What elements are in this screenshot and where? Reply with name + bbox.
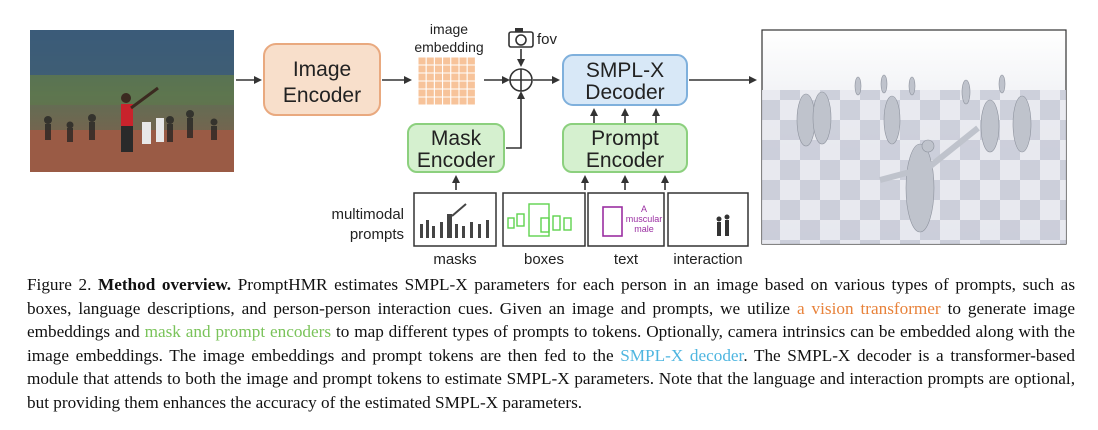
embedding-cell bbox=[442, 88, 452, 98]
text-prompt-line3: male bbox=[634, 224, 654, 234]
embedding-cell bbox=[417, 56, 427, 66]
image-embedding-line1: image bbox=[430, 21, 468, 37]
arrow-mask-encoder-to-sum bbox=[506, 91, 525, 149]
figure-caption: Figure 2. Method overview. PromptHMR est… bbox=[27, 273, 1075, 415]
output-render bbox=[761, 29, 1067, 245]
prompt-encoder-line2: Encoder bbox=[586, 149, 664, 172]
embedding-cell bbox=[450, 80, 460, 90]
caption-part2: to generate image embeddings and bbox=[27, 298, 1076, 342]
text-prompt-line2: muscular bbox=[626, 214, 663, 224]
embedding-cell bbox=[450, 72, 460, 82]
caption-link-decoder[interactable]: SMPL-X decoder bbox=[620, 345, 744, 365]
text-prompt-line1: A bbox=[641, 204, 647, 214]
embedding-cell bbox=[417, 88, 427, 98]
embedding-cell bbox=[458, 96, 468, 106]
embedding-cell bbox=[450, 96, 460, 106]
caption-part1: PromptHMR estimates SMPL-X parameters fo… bbox=[27, 275, 1076, 318]
embedding-cell bbox=[458, 64, 468, 74]
image-encoder-line1: Image bbox=[293, 58, 351, 81]
embedding-cell bbox=[417, 72, 427, 82]
interaction-panel bbox=[667, 192, 749, 247]
multimodal-label-line1: multimodal bbox=[331, 206, 404, 223]
prompt-encoder-box: Prompt Encoder bbox=[562, 123, 688, 173]
embedding-cell bbox=[417, 96, 427, 106]
embedding-grid bbox=[417, 56, 476, 106]
embedding-cell bbox=[466, 64, 476, 74]
smplx-decoder-box: SMPL-X Decoder bbox=[562, 54, 688, 106]
prompt-encoder-line1: Prompt bbox=[591, 127, 659, 150]
sum-operator-icon bbox=[509, 68, 533, 92]
embedding-cell bbox=[442, 72, 452, 82]
input-photo bbox=[30, 30, 234, 172]
embedding-cell bbox=[433, 88, 444, 98]
embedding-cell bbox=[433, 56, 444, 66]
prompt-label-masks: masks bbox=[433, 251, 476, 268]
boxes-panel bbox=[502, 192, 586, 247]
camera-icon bbox=[508, 28, 534, 48]
prompt-label-interaction: interaction bbox=[673, 251, 742, 268]
method-overview-figure: Image Encoder image embedding fov SMPL-X… bbox=[30, 21, 1067, 268]
caption-label: Figure 2. bbox=[27, 275, 92, 294]
embedding-cell bbox=[425, 88, 435, 98]
embedding-cell bbox=[425, 72, 435, 82]
embedding-cell bbox=[458, 88, 468, 98]
image-encoder-line2: Encoder bbox=[283, 84, 361, 107]
embedding-cell bbox=[425, 56, 435, 66]
embedding-cell bbox=[442, 56, 452, 66]
embedding-cell bbox=[442, 64, 452, 74]
embedding-cell bbox=[466, 88, 476, 98]
caption-part4: . The SMPL-X decoder is a transformer-ba… bbox=[27, 345, 1076, 412]
embedding-cell bbox=[458, 56, 468, 66]
embedding-cell bbox=[433, 80, 444, 90]
smplx-decoder-line2: Decoder bbox=[585, 81, 664, 104]
embedding-cell bbox=[458, 80, 468, 90]
embedding-cell bbox=[466, 80, 476, 90]
embedding-cell bbox=[433, 72, 444, 82]
caption-part3: to map different types of prompts to tok… bbox=[27, 322, 1075, 365]
embedding-cell bbox=[417, 80, 427, 90]
embedding-cell bbox=[433, 64, 444, 74]
caption-heading: Method overview. bbox=[97, 275, 232, 294]
mask-encoder-line2: Encoder bbox=[417, 149, 495, 172]
caption-link-vit[interactable]: a vision transformer bbox=[796, 298, 941, 318]
embedding-cell bbox=[466, 56, 476, 66]
image-encoder-box: Image Encoder bbox=[263, 43, 381, 116]
masks-panel bbox=[413, 192, 497, 247]
embedding-cell bbox=[450, 88, 460, 98]
embedding-cell bbox=[425, 80, 435, 90]
multimodal-label-line2: prompts bbox=[350, 226, 404, 243]
fov-label: fov bbox=[537, 31, 558, 48]
image-embedding-line2: embedding bbox=[414, 39, 483, 55]
prompt-label-boxes: boxes bbox=[524, 251, 564, 268]
embedding-cell bbox=[450, 56, 460, 66]
mask-encoder-box: Mask Encoder bbox=[407, 123, 505, 173]
embedding-cell bbox=[433, 96, 444, 106]
embedding-cell bbox=[466, 96, 476, 106]
embedding-cell bbox=[442, 80, 452, 90]
embedding-cell bbox=[450, 64, 460, 74]
embedding-cell bbox=[417, 64, 427, 74]
embedding-cell bbox=[442, 96, 452, 106]
prompt-label-text: text bbox=[614, 251, 639, 268]
smplx-decoder-line1: SMPL-X bbox=[586, 59, 664, 82]
mask-encoder-line1: Mask bbox=[431, 127, 482, 150]
text-panel: A muscular male bbox=[587, 192, 665, 247]
embedding-cell bbox=[425, 96, 435, 106]
embedding-cell bbox=[458, 72, 468, 82]
caption-link-encoders[interactable]: mask and prompt encoders bbox=[144, 322, 332, 342]
embedding-cell bbox=[425, 64, 435, 74]
embedding-cell bbox=[466, 72, 476, 82]
